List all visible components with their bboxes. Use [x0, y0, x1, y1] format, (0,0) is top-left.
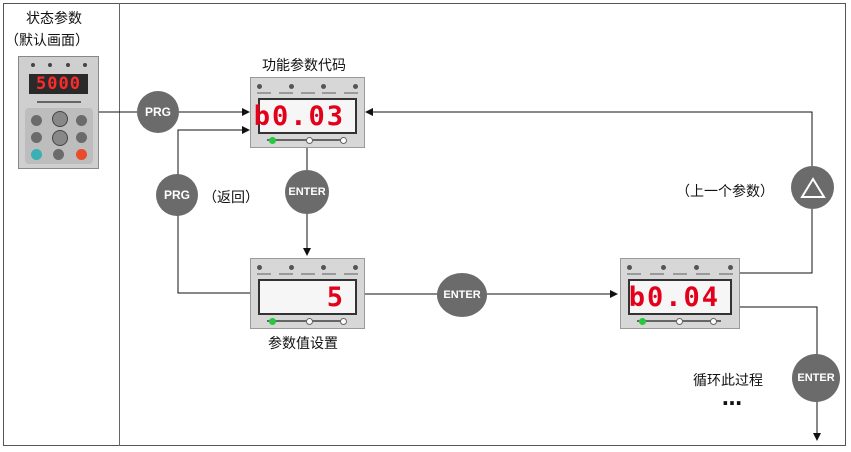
param-value-screen: 5	[258, 279, 357, 315]
next-code-value: b0.04	[628, 281, 720, 313]
keypad-display-value: 5000	[36, 74, 81, 94]
keypad-unit-bar	[37, 101, 81, 103]
default-screen-note: （默认画面）	[5, 33, 89, 49]
return-note: （返回）	[203, 190, 259, 206]
line-next-to-enter	[740, 306, 818, 355]
enter-button-1[interactable]: ENTER	[285, 170, 329, 214]
next-code-panel: b0.04	[620, 258, 740, 329]
loop-note: 循环此过程	[693, 373, 763, 389]
keypad-prg-key[interactable]	[31, 115, 42, 126]
keypad-quick-key[interactable]	[31, 132, 42, 143]
line-next-to-up	[740, 209, 813, 274]
keypad-indicator-leds	[31, 63, 87, 69]
keypad-stop-key[interactable]	[76, 149, 87, 160]
ellipsis: …	[722, 386, 742, 410]
diagram-frame	[3, 3, 846, 446]
keypad-run-key[interactable]	[31, 149, 42, 160]
function-code-value: b0.03	[253, 100, 345, 132]
keypad-shift-key[interactable]	[76, 132, 87, 143]
keypad-enter-key[interactable]	[76, 115, 87, 126]
param-value-label: 参数值设置	[268, 336, 338, 352]
arrow-up-to-function-code	[365, 108, 813, 166]
keypad-up-key[interactable]	[52, 111, 68, 127]
function-code-panel: b0.03	[250, 77, 365, 148]
up-arrow-button[interactable]	[791, 166, 834, 209]
keypad-mf-key[interactable]	[53, 149, 64, 160]
enter-button-2[interactable]: ENTER	[437, 273, 487, 317]
keypad-screen: 5000	[29, 74, 88, 94]
status-param-title: 状态参数	[26, 11, 82, 27]
keypad-device: 5000	[18, 56, 99, 169]
function-code-label: 功能参数代码	[262, 58, 346, 74]
enter-button-3[interactable]: ENTER	[792, 354, 840, 402]
up-triangle-icon	[799, 176, 826, 198]
next-code-screen: b0.04	[628, 279, 732, 315]
prg-return-button[interactable]: PRG	[156, 174, 198, 216]
function-code-screen: b0.03	[254, 98, 357, 134]
param-value-panel: 5	[250, 258, 365, 329]
param-value-value: 5	[326, 281, 345, 313]
prg-button[interactable]: PRG	[137, 91, 179, 133]
column-divider	[119, 3, 120, 446]
previous-param-note: （上一个参数）	[676, 184, 774, 200]
keypad-down-key[interactable]	[52, 130, 68, 146]
